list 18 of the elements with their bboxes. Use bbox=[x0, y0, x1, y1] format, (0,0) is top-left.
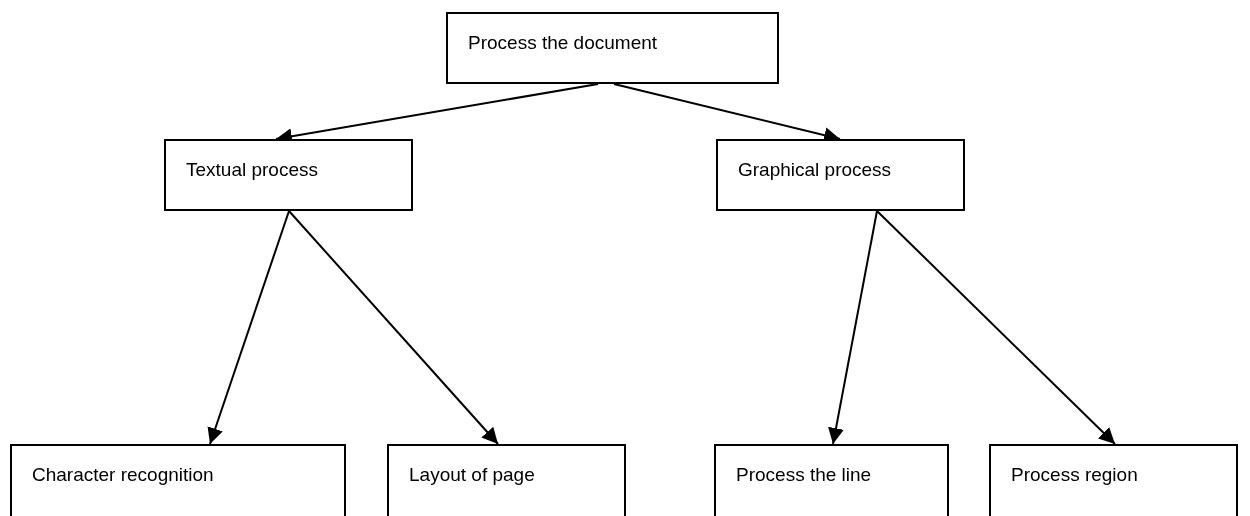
process-box bbox=[716, 139, 965, 211]
box-label: Process the line bbox=[736, 464, 872, 486]
process-box bbox=[989, 444, 1238, 516]
box-label: Textual process bbox=[186, 159, 318, 181]
process-box bbox=[10, 444, 346, 516]
arrow bbox=[288, 210, 499, 445]
arrow bbox=[828, 210, 878, 445]
process-box bbox=[714, 444, 949, 516]
box-label: Process the document bbox=[468, 32, 658, 54]
arrow bbox=[876, 210, 1116, 445]
box-label: Process region bbox=[1011, 464, 1138, 486]
process-box bbox=[387, 444, 626, 516]
box-label: Layout of page bbox=[409, 464, 535, 486]
box-label: Graphical process bbox=[738, 159, 892, 181]
process-box bbox=[446, 12, 779, 84]
process-box bbox=[164, 139, 413, 211]
arrow bbox=[207, 210, 290, 445]
box-label: Character recognition bbox=[32, 464, 214, 486]
